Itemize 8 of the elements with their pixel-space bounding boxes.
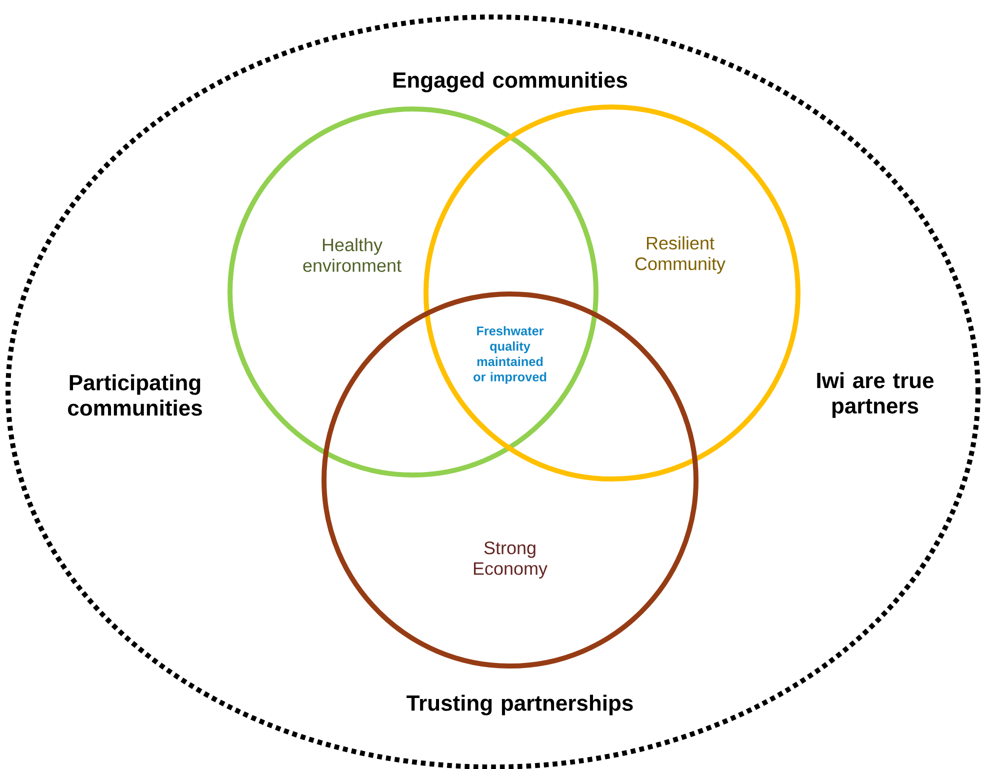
outer-label: Trusting partnerships — [406, 694, 633, 716]
circle-label: Healthy environment — [303, 238, 402, 272]
outer-label: Participating communities — [68, 374, 202, 416]
outer-label: Engaged communities — [394, 72, 628, 92]
circle-label: Strong Economy — [474, 542, 548, 578]
outer-label: Iwi are true partners — [817, 372, 934, 418]
center-label: Freshwater quality maintained or improved — [474, 326, 546, 384]
circle-label: Resilient Community — [635, 236, 726, 274]
